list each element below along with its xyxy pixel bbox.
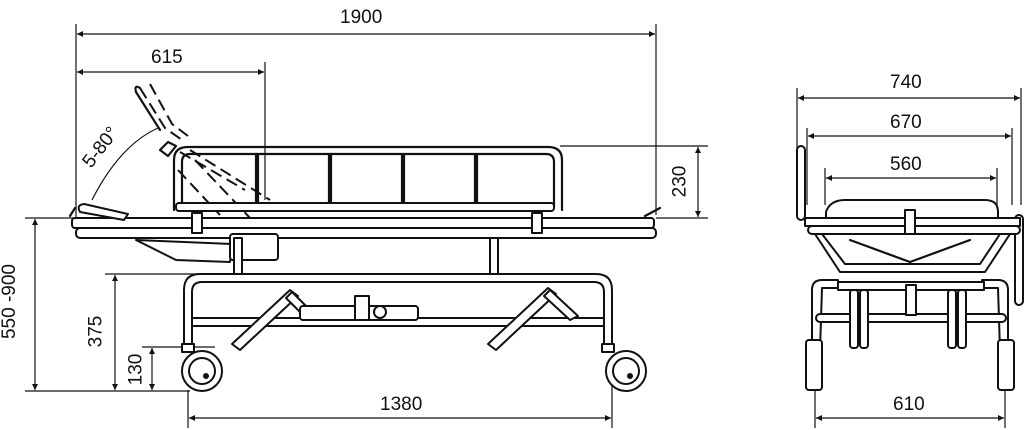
label-frame-width: 670 (890, 112, 922, 133)
label-base-height: 375 (85, 315, 107, 348)
dim-overall-width (796, 88, 1022, 205)
label-backrest-length: 615 (151, 47, 183, 68)
dim-backrest-length (77, 62, 266, 200)
label-platform-width: 560 (890, 154, 922, 175)
label-rail-height: 230 (669, 165, 691, 198)
dim-wheel-track (814, 385, 1006, 428)
dim-wheelbase (187, 385, 613, 428)
label-wheel-track: 610 (893, 394, 925, 415)
dim-backrest-angle (91, 127, 159, 201)
dim-platform-height (25, 217, 190, 392)
dim-frame-width (806, 128, 1013, 205)
label-wheel-height: 130 (125, 353, 147, 386)
label-platform-height: 550 -900 (0, 263, 21, 340)
label-overall-length: 1900 (340, 7, 383, 28)
stretcher-side-view (68, 83, 662, 392)
stretcher-end-view (796, 145, 1024, 391)
dim-overall-length (75, 24, 657, 218)
dim-platform-width (824, 168, 998, 205)
dim-wheel-height (142, 346, 215, 390)
label-wheelbase: 1380 (380, 394, 423, 415)
dim-base-height (105, 273, 200, 390)
label-overall-width: 740 (890, 72, 922, 93)
dim-rail-height (560, 145, 708, 219)
